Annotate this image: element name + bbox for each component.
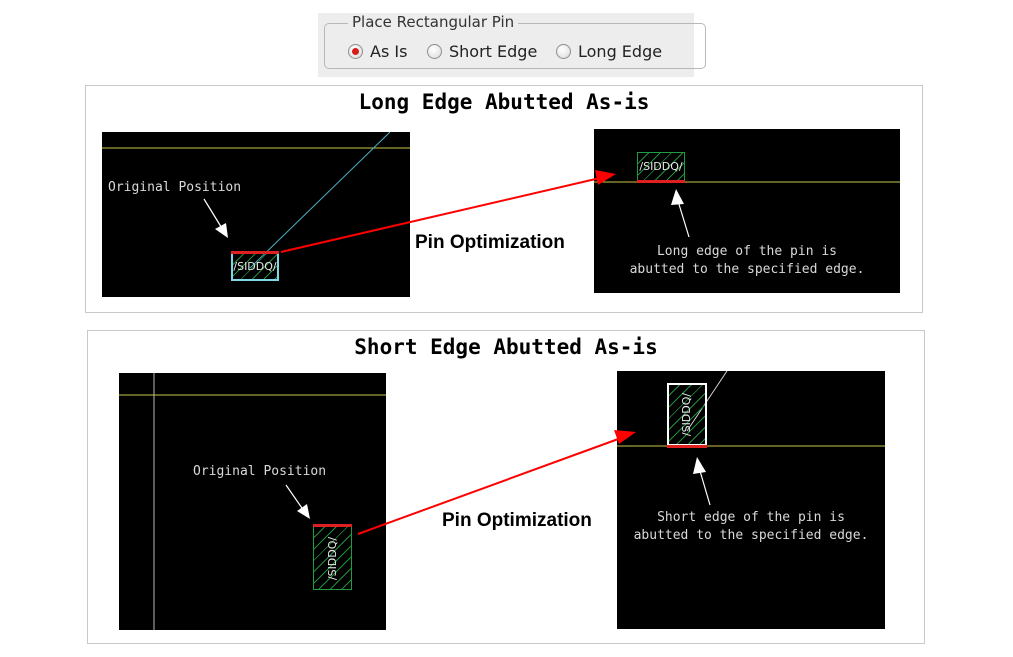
- short-edge-optimized-lines: [617, 371, 885, 447]
- pin-label: /SIDDQ/: [326, 536, 339, 580]
- short-edge-panel-title: Short Edge Abutted As-is: [354, 335, 658, 359]
- caption-line-1: Long edge of the pin is: [656, 244, 837, 259]
- flight-line: [249, 132, 391, 269]
- selected-edge: [231, 251, 279, 254]
- radio-short-edge-label: Short Edge: [449, 41, 538, 61]
- radio-selected-icon: [348, 43, 363, 59]
- caption-line-2: abutted to the specified edge.: [633, 528, 869, 543]
- radio-long-edge[interactable]: Long Edge: [556, 40, 662, 62]
- long-edge-optimized-view: /SIDDQ/ Long edge of the pin is abutted …: [594, 129, 900, 293]
- selected-edge: [667, 445, 707, 448]
- pin-original-long[interactable]: /SIDDQ/: [231, 252, 279, 281]
- pin-original-short[interactable]: /SIDDQ/: [313, 526, 352, 590]
- radio-short-edge[interactable]: Short Edge: [427, 40, 537, 62]
- long-edge-panel-title: Long Edge Abutted As-is: [358, 90, 650, 114]
- radio-unselected-icon: [427, 43, 442, 59]
- original-position-label: Original Position: [193, 464, 327, 479]
- original-position-label: Original Position: [108, 180, 242, 195]
- pin-label: /SIDDQ/: [233, 260, 277, 273]
- original-position-arrow: [285, 484, 310, 519]
- long-edge-panel: Long Edge Abutted As-is Original Positio…: [85, 85, 923, 313]
- pin-optimized-long[interactable]: /SIDDQ/: [637, 152, 685, 181]
- pin-label: /SIDDQ/: [639, 160, 683, 173]
- pin-optimized-short[interactable]: /SIDDQ/: [667, 383, 707, 446]
- caption-arrow: [693, 457, 711, 506]
- selected-edge: [313, 524, 352, 527]
- pin-label: /SIDDQ/: [680, 392, 694, 437]
- radio-unselected-icon: [556, 43, 571, 59]
- short-edge-optimized-view: /SIDDQ/ Short edge of the pin is abutted…: [617, 371, 885, 629]
- caption-line-1: Short edge of the pin is: [657, 510, 845, 525]
- pin-optimization-label: Pin Optimization: [442, 510, 592, 531]
- short-edge-original-lines: [119, 373, 386, 630]
- long-edge-caption: Long edge of the pin is abutted to the s…: [594, 243, 900, 279]
- radio-group-legend: Place Rectangular Pin: [348, 13, 519, 31]
- short-edge-original-view: Original Position /SIDDQ/: [119, 373, 386, 630]
- radio-as-is-label: As Is: [370, 41, 408, 61]
- selected-edge: [637, 180, 685, 183]
- radio-long-edge-label: Long Edge: [578, 41, 663, 61]
- radio-as-is[interactable]: As Is: [348, 40, 407, 62]
- pin-optimization-label: Pin Optimization: [415, 232, 565, 253]
- short-edge-panel: Short Edge Abutted As-is Original Positi…: [87, 330, 925, 644]
- place-rectangular-pin-group: Place Rectangular Pin As Is Short Edge L…: [318, 13, 706, 77]
- long-edge-original-view: Original Position /SIDDQ/: [102, 132, 410, 297]
- caption-line-2: abutted to the specified edge.: [629, 262, 865, 277]
- short-edge-caption: Short edge of the pin is abutted to the …: [617, 509, 885, 545]
